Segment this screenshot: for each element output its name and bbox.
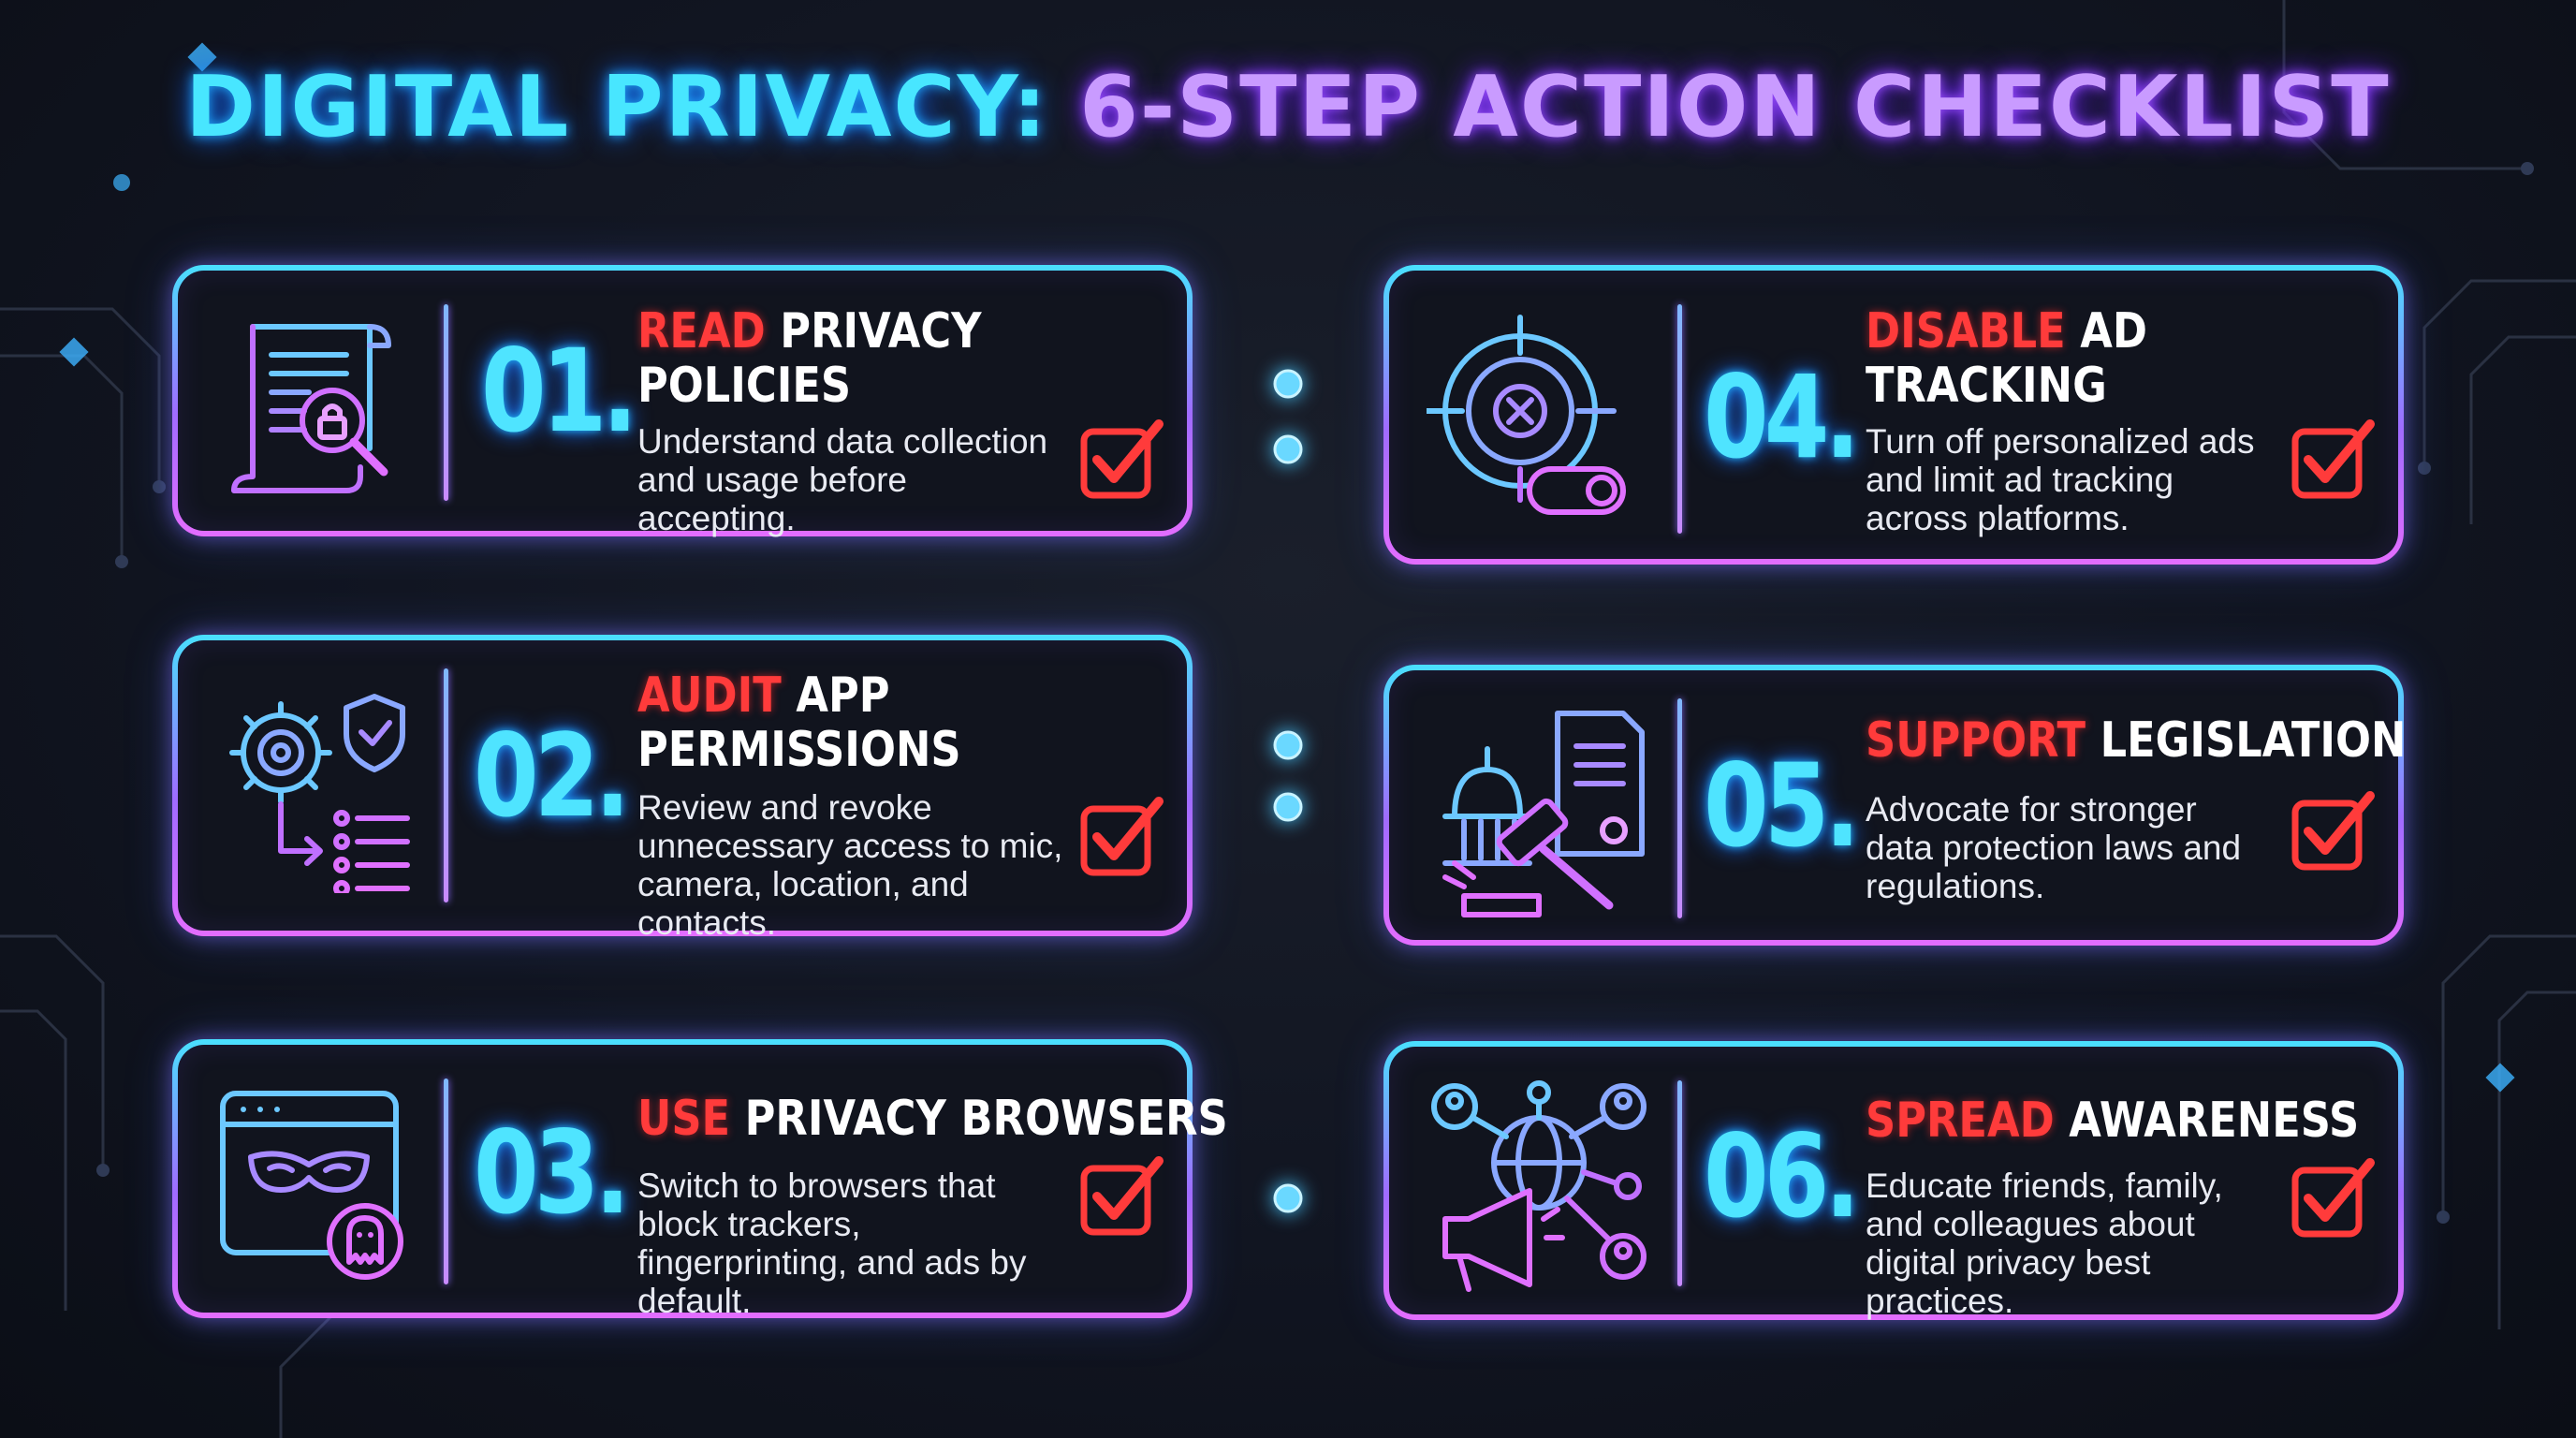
heading-rest: AWARENESS xyxy=(2069,1093,2360,1149)
checkbox-check-icon xyxy=(2291,791,2375,871)
capitol-gavel-document-icon xyxy=(1442,711,1645,917)
step-card-02: 02. AUDIT APP PERMISSIONS Review and rev… xyxy=(172,635,1193,942)
checkbox-check-icon xyxy=(1080,1156,1164,1236)
step-heading: SUPPORT LEGISLATION xyxy=(1866,713,2406,768)
step-description: Educate friends, family, and colleagues … xyxy=(1866,1167,2223,1320)
step-description: Turn off personalized ads and limit ad t… xyxy=(1866,422,2255,537)
step-card-03: 03. USE PRIVACY BROWSERS Switch to brows… xyxy=(172,1039,1228,1320)
checkbox-check-icon xyxy=(2291,419,2375,499)
step-number: 06. xyxy=(1704,1110,1860,1243)
gear-shield-list-icon xyxy=(229,694,410,893)
card-divider xyxy=(1677,1080,1682,1286)
step-card-06: 06. SPREAD AWARENESS Educate friends, fa… xyxy=(1383,1041,2404,1320)
card-divider xyxy=(444,304,448,501)
heading-rest: AD xyxy=(2080,303,2148,360)
crosshair-toggle-icon xyxy=(1427,315,1626,515)
step-description: Review and revoke unnecessary access to … xyxy=(637,788,1063,942)
step-description: Understand data collection and usage bef… xyxy=(637,422,1048,537)
step-number: 04. xyxy=(1704,351,1860,484)
title-part2: 6-STEP ACTION CHECKLIST xyxy=(1079,58,2391,156)
title-part1: DIGITAL PRIVACY: xyxy=(185,58,1048,156)
card-divider xyxy=(1677,698,1682,918)
step-card-01: 01. READ PRIVACY POLICIES Understand dat… xyxy=(172,265,1193,537)
step-number: 05. xyxy=(1704,740,1860,873)
heading-highlight: SPREAD xyxy=(1866,1093,2055,1149)
megaphone-network-icon xyxy=(1431,1080,1647,1292)
heading-highlight: READ xyxy=(637,303,766,360)
page-title: DIGITAL PRIVACY: 6-STEP ACTION CHECKLIST xyxy=(0,58,2576,156)
document-lock-magnifier-icon xyxy=(231,324,391,493)
heading-rest: LEGISLATION xyxy=(2100,712,2407,769)
step-heading: SPREAD AWARENESS xyxy=(1866,1093,2359,1148)
heading-highlight: DISABLE xyxy=(1866,303,2066,360)
heading-highlight: USE xyxy=(637,1091,731,1147)
step-heading: READ PRIVACY POLICIES xyxy=(637,304,982,413)
step-heading: AUDIT APP PERMISSIONS xyxy=(637,668,961,777)
step-number: 02. xyxy=(474,710,630,843)
step-heading: USE PRIVACY BROWSERS xyxy=(637,1092,1228,1146)
checkbox-check-icon xyxy=(1080,797,1164,876)
heading-rest: PRIVACY BROWSERS xyxy=(744,1091,1228,1147)
checkbox-check-icon xyxy=(2291,1158,2375,1238)
step-card-05: 05. SUPPORT LEGISLATION Advocate for str… xyxy=(1383,665,2406,946)
step-heading: DISABLE AD TRACKING xyxy=(1866,304,2147,413)
browser-mask-ghost-icon xyxy=(220,1091,403,1280)
heading-line2: POLICIES xyxy=(637,358,852,414)
card-divider xyxy=(444,668,448,902)
heading-line2: PERMISSIONS xyxy=(637,722,961,778)
heading-highlight: SUPPORT xyxy=(1866,712,2086,769)
card-divider xyxy=(444,1078,448,1284)
step-number: 01. xyxy=(481,325,637,458)
heading-highlight: AUDIT xyxy=(637,668,782,724)
checkbox-check-icon xyxy=(1080,419,1164,499)
step-description: Advocate for stronger data protection la… xyxy=(1866,790,2242,905)
step-description: Switch to browsers that block trackers, … xyxy=(637,1167,1027,1320)
card-divider xyxy=(1677,304,1682,534)
heading-line2: TRACKING xyxy=(1866,358,2107,414)
heading-rest: PRIVACY xyxy=(780,303,982,360)
heading-rest: APP xyxy=(796,668,890,724)
step-number: 03. xyxy=(474,1107,630,1240)
step-card-04: 04. DISABLE AD TRACKING Turn off persona… xyxy=(1383,265,2404,565)
